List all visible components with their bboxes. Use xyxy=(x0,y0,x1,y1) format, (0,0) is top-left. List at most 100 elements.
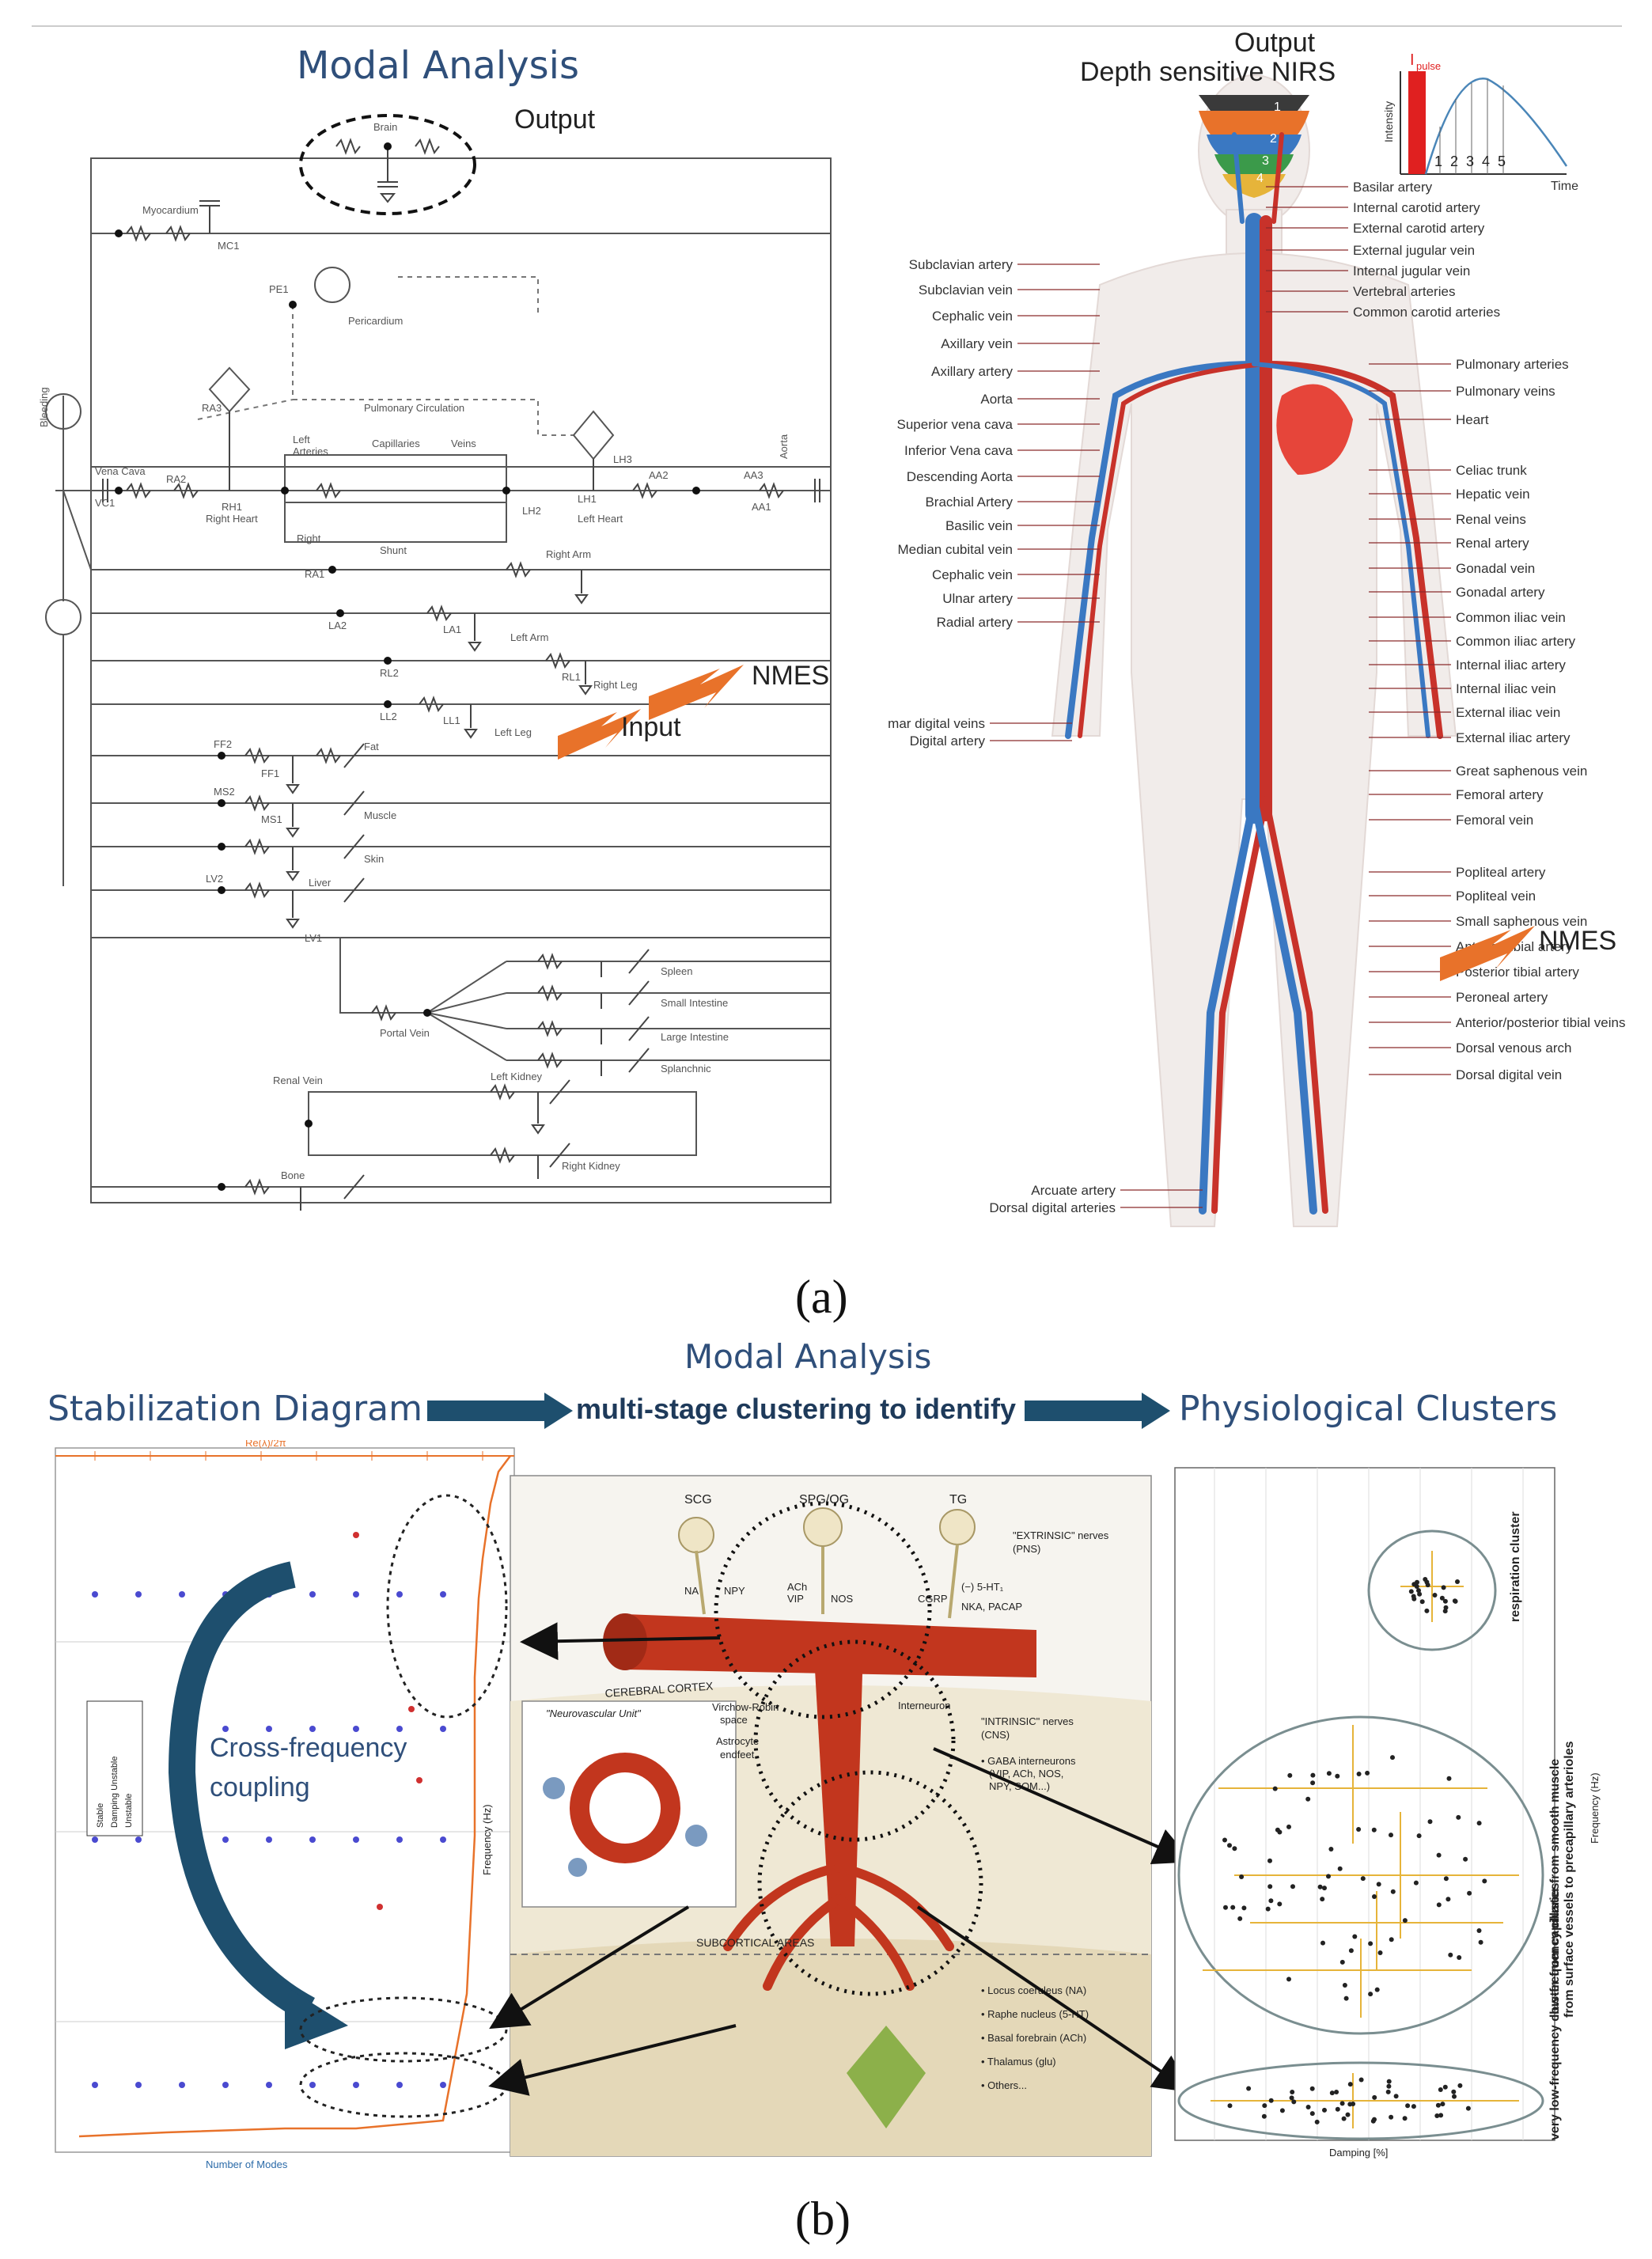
cluster-plot: respiration cluster low-frequency cluste… xyxy=(1174,1467,1601,2159)
lbl-spleen: Spleen xyxy=(661,965,692,977)
flow-arrow-1 xyxy=(427,1401,546,1421)
cluster-point xyxy=(1267,1884,1273,1889)
cluster-point xyxy=(1342,1983,1347,1988)
vessel-label-right: Small saphenous vein xyxy=(1456,914,1587,929)
lbl-lv2: LV2 xyxy=(206,873,223,885)
nirs-num-3: 3 xyxy=(1262,154,1269,168)
vessel-label-left: Axillary artery xyxy=(931,364,1013,379)
lbl-large-intestine: Large Intestine xyxy=(661,1031,729,1043)
cluster-point xyxy=(1372,2117,1377,2122)
lbl-ra1: RA1 xyxy=(305,568,324,580)
cluster-point xyxy=(1476,1928,1482,1933)
legend-unstable: Unstable xyxy=(124,1794,134,1828)
stab-mode-point xyxy=(416,1777,422,1783)
cluster-point xyxy=(1241,1905,1247,1911)
cluster-point xyxy=(1453,1598,1458,1604)
vessel-label-right: Great saphenous vein xyxy=(1456,764,1587,779)
lbl-aa3: AA3 xyxy=(744,469,763,481)
stab-mode-point xyxy=(353,1591,359,1598)
cluster-point xyxy=(1413,1880,1419,1886)
lbl-vc1: VC1 xyxy=(95,497,115,509)
lbl-rl1: RL1 xyxy=(562,671,581,683)
vessel-label-right: Common iliac artery xyxy=(1456,634,1576,649)
cluster-point xyxy=(1317,1884,1323,1889)
lightning-bolt-icon xyxy=(558,709,641,760)
top-rule xyxy=(32,25,1622,27)
output-top-label: Output xyxy=(1234,28,1316,58)
cluster-point xyxy=(1277,1901,1283,1907)
vessel-label-right: Vertebral arteries xyxy=(1353,284,1455,299)
lbl-ms2: MS2 xyxy=(214,786,235,798)
cluster-point xyxy=(1286,1977,1291,1982)
cluster-point xyxy=(1328,1847,1334,1852)
caption-b: (b) xyxy=(795,2193,851,2245)
cluster-point xyxy=(1262,2103,1267,2109)
stab-mode-point xyxy=(92,1836,98,1843)
cluster-point xyxy=(1352,1934,1358,1939)
lbl-ff2: FF2 xyxy=(214,738,232,750)
vessel-label-right: Femoral vein xyxy=(1456,813,1533,828)
vessel-label-right: External iliac vein xyxy=(1456,705,1560,720)
vessel-label-right: Internal carotid artery xyxy=(1353,200,1480,215)
cluster-point xyxy=(1442,1598,1448,1604)
nv-npy: NPY xyxy=(724,1585,745,1597)
lbl-veins: Veins xyxy=(451,438,476,449)
vessel-label-right: Popliteal vein xyxy=(1456,889,1536,904)
cluster-point xyxy=(1320,1897,1325,1902)
cluster-point xyxy=(1356,1827,1362,1832)
cluster-point xyxy=(1322,2107,1327,2113)
cluster-point xyxy=(1456,1814,1461,1820)
cluster-point xyxy=(1442,2084,1448,2090)
stab-mode-point xyxy=(309,2082,316,2088)
cluster-point xyxy=(1305,2105,1311,2109)
cluster-point xyxy=(1424,1608,1430,1613)
vessel-label-left: Basilic vein xyxy=(945,518,1013,533)
lbl-right: Right xyxy=(297,533,321,544)
vessel-label-right: Internal iliac vein xyxy=(1456,681,1556,696)
lightning-bolt-icon xyxy=(1440,926,1535,981)
nv-cns: (CNS) xyxy=(981,1729,1010,1741)
lbl-small-intestine: Small Intestine xyxy=(661,997,728,1009)
cluster-point xyxy=(1365,1770,1370,1776)
lbl-left-kidney: Left Kidney xyxy=(491,1071,543,1082)
vessel-label-right: Dorsal venous arch xyxy=(1456,1040,1571,1056)
stab-mode-point xyxy=(222,2082,229,2088)
cluster-point xyxy=(1389,1833,1393,1838)
cluster-point xyxy=(1446,1776,1452,1781)
lbl-right-leg: Right Leg xyxy=(593,679,638,691)
nv-nos: NOS xyxy=(831,1593,854,1605)
cluster-point xyxy=(1457,2083,1463,2088)
nv-astrocyte: Astrocyte xyxy=(716,1735,759,1747)
multistage-label: multi-stage clustering to identify xyxy=(576,1393,1017,1425)
cluster-point xyxy=(1345,2112,1351,2117)
cluster-axis-damp: Damping [%] xyxy=(1329,2147,1388,2159)
vessel-label-left: Cephalic vein xyxy=(932,309,1013,324)
cluster-point xyxy=(1326,1771,1332,1776)
vessel-label-right: Dorsal digital vein xyxy=(1456,1067,1562,1082)
lbl-right-kidney: Right Kidney xyxy=(562,1160,620,1172)
cluster-point xyxy=(1360,1876,1366,1882)
cluster-point xyxy=(1434,2113,1440,2118)
lbl-right-arm: Right Arm xyxy=(546,548,591,560)
lbl-ra2: RA2 xyxy=(166,473,186,485)
cluster-point xyxy=(1448,1952,1453,1958)
vessel-label-right: Renal artery xyxy=(1456,536,1529,551)
cluster-point xyxy=(1310,1780,1316,1786)
cluster-point xyxy=(1389,2114,1394,2120)
vessel-label-right: Peroneal artery xyxy=(1456,990,1548,1005)
lbl-la2: LA2 xyxy=(328,620,347,631)
lbl-left-leg: Left Leg xyxy=(494,726,532,738)
nv-ach: ACh xyxy=(787,1581,807,1593)
cluster-point xyxy=(1272,1786,1278,1791)
cluster-point xyxy=(1386,2079,1392,2084)
cluster-point xyxy=(1347,2102,1353,2107)
pulse-bar xyxy=(1408,71,1426,174)
cluster-point xyxy=(1374,1987,1380,1992)
lbl-aa1: AA1 xyxy=(752,501,771,513)
cluster-point xyxy=(1265,1906,1271,1912)
vessel-label-left: Median cubital vein xyxy=(897,542,1013,557)
lbl-lh1: LH1 xyxy=(578,493,597,505)
stab-mode-point xyxy=(179,2082,185,2088)
vessel-label-left: Inferior Vena cava xyxy=(904,443,1014,458)
